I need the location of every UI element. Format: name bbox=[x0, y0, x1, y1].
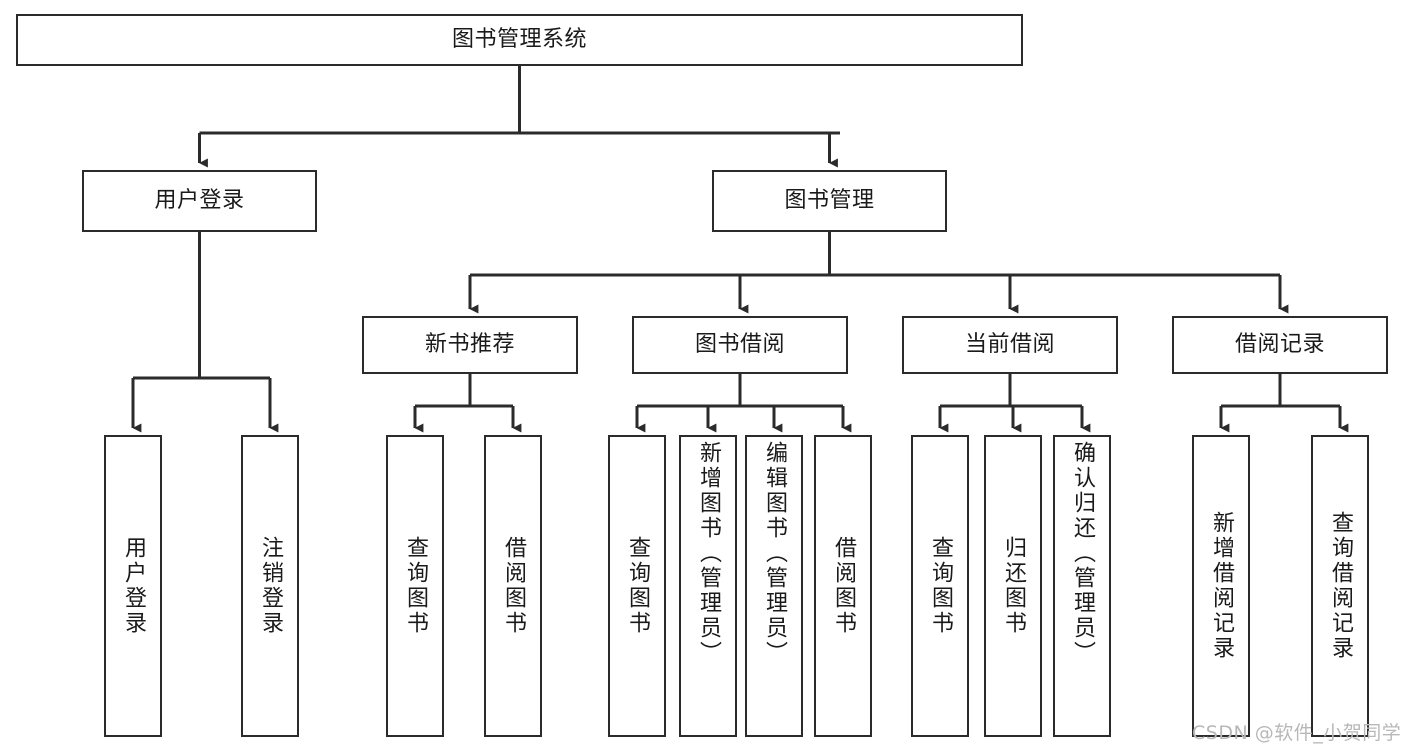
node-new-book-recommend-label: 新书推荐 bbox=[424, 332, 515, 358]
node-leaf-borrow-book-2-label: 借阅图书 bbox=[831, 536, 856, 636]
node-book-manage[interactable]: 图书管理 bbox=[712, 170, 947, 232]
node-root[interactable]: 图书管理系统 bbox=[16, 14, 1023, 66]
node-leaf-confirm-return-admin[interactable]: 确认归还（管理员） bbox=[1053, 435, 1111, 737]
node-leaf-add-book-admin[interactable]: 新增图书（管理员） bbox=[679, 435, 737, 737]
node-leaf-borrow-book-1-label: 借阅图书 bbox=[501, 536, 526, 636]
node-leaf-add-book-admin-label: 新增图书（管理员） bbox=[696, 441, 721, 666]
node-leaf-query-book-2[interactable]: 查询图书 bbox=[608, 435, 666, 737]
connector-group-book-manage bbox=[468, 232, 1289, 314]
node-new-book-recommend[interactable]: 新书推荐 bbox=[362, 316, 578, 374]
node-borrow-record[interactable]: 借阅记录 bbox=[1172, 316, 1388, 374]
node-leaf-edit-book-admin[interactable]: 编辑图书（管理员） bbox=[745, 435, 803, 737]
node-leaf-query-borrow-record-label: 查询借阅记录 bbox=[1328, 511, 1353, 661]
node-leaf-borrow-book-2[interactable]: 借阅图书 bbox=[814, 435, 872, 737]
node-user-login-label: 用户登录 bbox=[154, 188, 245, 214]
node-leaf-return-book-label: 归还图书 bbox=[1001, 536, 1026, 636]
node-leaf-user-login[interactable]: 用户登录 bbox=[104, 435, 162, 737]
connector-group-book-borrow bbox=[635, 374, 852, 433]
node-current-borrow[interactable]: 当前借阅 bbox=[902, 316, 1118, 374]
node-current-borrow-label: 当前借阅 bbox=[964, 332, 1055, 358]
node-leaf-query-borrow-record[interactable]: 查询借阅记录 bbox=[1311, 435, 1369, 737]
node-borrow-record-label: 借阅记录 bbox=[1234, 332, 1325, 358]
node-book-borrow[interactable]: 图书借阅 bbox=[632, 316, 848, 374]
node-leaf-return-book[interactable]: 归还图书 bbox=[984, 435, 1042, 737]
node-leaf-query-book-3[interactable]: 查询图书 bbox=[911, 435, 969, 737]
node-leaf-edit-book-admin-label: 编辑图书（管理员） bbox=[762, 441, 787, 666]
connector-group-borrow-record bbox=[1219, 374, 1349, 433]
csdn-watermark: CSDN @软件_小贺同学 bbox=[1192, 722, 1402, 744]
connector-group-user-login bbox=[131, 232, 279, 433]
connector-group-root bbox=[198, 66, 840, 168]
node-leaf-query-book-1[interactable]: 查询图书 bbox=[386, 435, 444, 737]
connector-group-new-book-recommend bbox=[413, 374, 522, 433]
node-leaf-query-book-3-label: 查询图书 bbox=[928, 536, 953, 636]
node-leaf-user-login-label: 用户登录 bbox=[121, 536, 146, 636]
node-leaf-query-book-1-label: 查询图书 bbox=[403, 536, 428, 636]
node-leaf-add-borrow-record[interactable]: 新增借阅记录 bbox=[1192, 435, 1250, 737]
node-book-manage-label: 图书管理 bbox=[784, 188, 875, 214]
node-book-borrow-label: 图书借阅 bbox=[694, 332, 785, 358]
node-leaf-query-book-2-label: 查询图书 bbox=[625, 536, 650, 636]
node-leaf-confirm-return-admin-label: 确认归还（管理员） bbox=[1070, 441, 1095, 666]
node-user-login[interactable]: 用户登录 bbox=[82, 170, 317, 232]
node-leaf-logout[interactable]: 注销登录 bbox=[241, 435, 299, 737]
node-root-label: 图书管理系统 bbox=[451, 27, 587, 53]
node-leaf-add-borrow-record-label: 新增借阅记录 bbox=[1209, 511, 1234, 661]
node-leaf-borrow-book-1[interactable]: 借阅图书 bbox=[484, 435, 542, 737]
node-leaf-logout-label: 注销登录 bbox=[258, 536, 283, 636]
connector-group-current-borrow bbox=[938, 374, 1091, 433]
